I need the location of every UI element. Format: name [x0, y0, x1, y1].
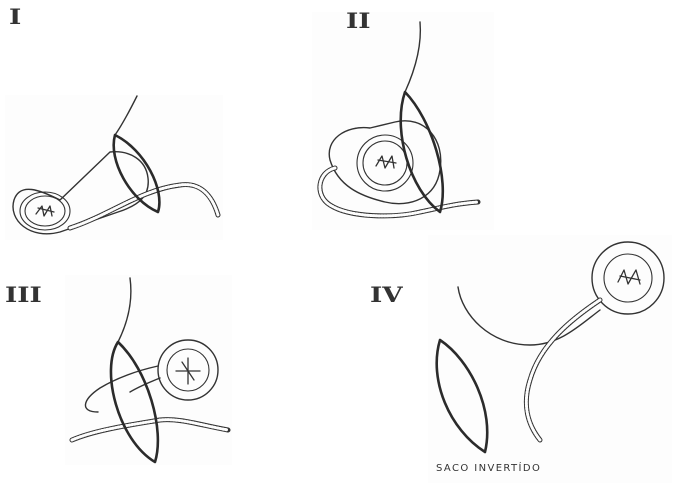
- sac-content-glyph: [618, 270, 640, 284]
- sac-content-glyph: [36, 206, 54, 216]
- panel-label-iii: III: [5, 282, 42, 307]
- cord: [320, 168, 478, 216]
- panel-ii-drawing: [320, 22, 478, 216]
- figure-caption: SACO INVERTÍDO: [436, 463, 541, 474]
- panel-iv-drawing: [437, 242, 664, 452]
- needle: [111, 342, 158, 462]
- sac-content-glyph: [176, 358, 200, 384]
- needle: [401, 92, 443, 212]
- sac-inner-ring: [357, 135, 413, 191]
- sac-content-glyph: [376, 156, 396, 168]
- needle: [437, 340, 488, 452]
- panel-label-ii: II: [346, 8, 371, 33]
- cord: [70, 185, 218, 228]
- suture-thread: [115, 96, 137, 135]
- panel-i-drawing: [13, 96, 218, 234]
- panel-iii-drawing: [72, 278, 228, 462]
- suture-thread: [118, 278, 131, 342]
- panel-label-iv: IV: [370, 282, 403, 307]
- cord: [526, 300, 600, 440]
- panel-label-i: I: [9, 4, 21, 29]
- sac-inner-ring: [20, 192, 70, 230]
- suture-thread: [405, 22, 420, 92]
